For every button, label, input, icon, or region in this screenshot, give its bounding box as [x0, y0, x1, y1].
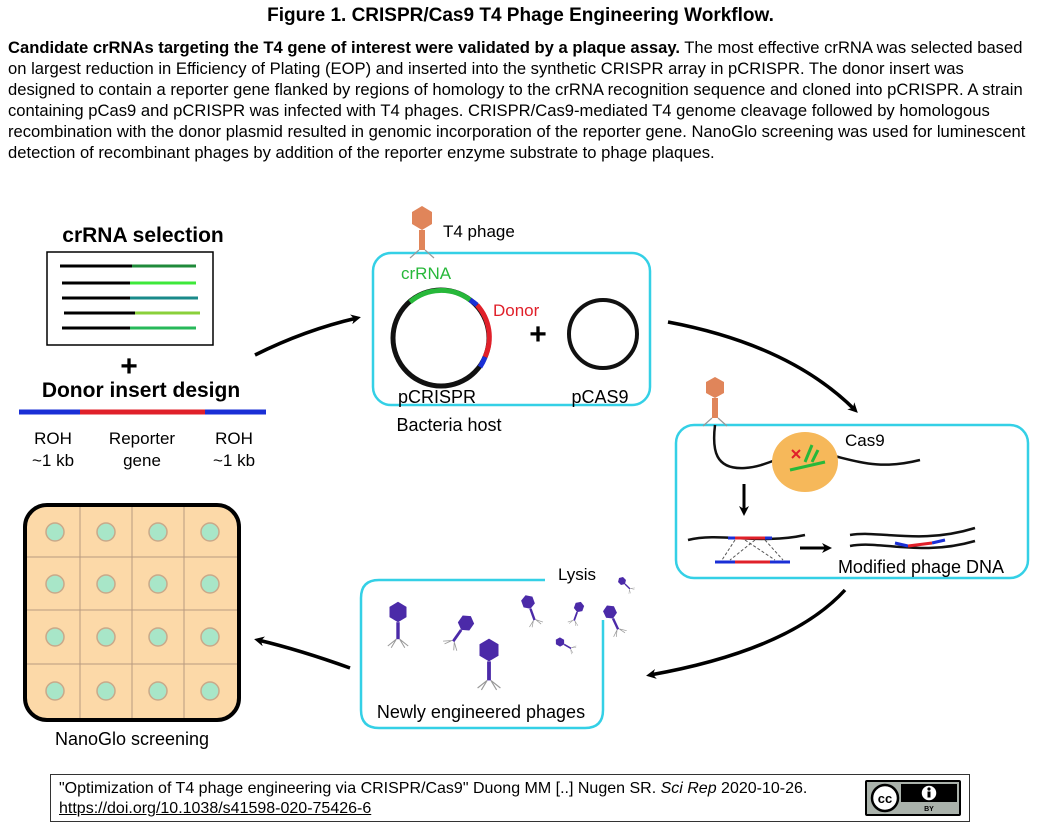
- cc-icon: [870, 783, 900, 813]
- scissors-icon: [791, 449, 801, 459]
- crrna-label: crRNA: [401, 264, 452, 283]
- crrna-candidate-lines: [60, 264, 200, 330]
- arrow-to-lysis: [646, 588, 847, 679]
- plate-well: [96, 574, 116, 594]
- roh-right-size: ~1 kb: [213, 451, 255, 470]
- plate-well: [148, 627, 168, 647]
- modified-dna-icon: [849, 526, 976, 550]
- doi-link[interactable]: https://doi.org/10.1038/s41598-020-75426…: [59, 800, 372, 817]
- plate-well: [96, 522, 116, 542]
- engineered-phage-icons: [387, 574, 636, 691]
- cas9-label: Cas9: [845, 431, 885, 450]
- t4-phage-label: T4 phage: [443, 222, 515, 241]
- plate-well: [200, 574, 220, 594]
- reporter-gene-label: gene: [123, 451, 161, 470]
- bacteria-host-box: [371, 251, 652, 407]
- roh-right-label: ROH: [215, 429, 253, 448]
- figure-caption: Candidate crRNAs targeting the T4 gene o…: [8, 37, 1033, 163]
- citation-text: "Optimization of T4 phage engineering vi…: [59, 780, 661, 797]
- donor-design-label: Donor insert design: [42, 379, 240, 402]
- citation-journal: Sci Rep: [660, 780, 717, 797]
- new-phages-label: Newly engineered phages: [377, 702, 585, 722]
- caption-bold: Candidate crRNAs targeting the T4 gene o…: [8, 38, 680, 57]
- roh-left-size: ~1 kb: [32, 451, 74, 470]
- plate-well: [148, 522, 168, 542]
- arrow-to-screening: [254, 636, 351, 670]
- plate-well: [200, 681, 220, 701]
- plus-sign: +: [120, 350, 138, 383]
- cc-by-license-badge[interactable]: cc BY: [865, 780, 961, 816]
- license-label: BY: [924, 806, 934, 813]
- bacteria-host-label: Bacteria host: [396, 415, 501, 435]
- citation-date: 2020-10-26.: [716, 780, 808, 797]
- caption-body: The most effective crRNA was selected ba…: [8, 38, 1026, 162]
- citation-box: "Optimization of T4 phage engineering vi…: [50, 774, 970, 822]
- plate-well: [45, 681, 65, 701]
- svg-text:cc: cc: [878, 791, 892, 806]
- plate-well: [45, 627, 65, 647]
- plate-well: [200, 522, 220, 542]
- crrna-selection-label: crRNA selection: [62, 224, 223, 247]
- plate-well: [148, 574, 168, 594]
- t4-phage-icon: [409, 206, 435, 259]
- plate-well: [96, 627, 116, 647]
- host-plus-sign: +: [529, 318, 547, 351]
- arrow-to-cleavage: [667, 320, 858, 413]
- guide-rna-icon: [789, 444, 826, 472]
- plate-well: [45, 574, 65, 594]
- plate-well: [96, 681, 116, 701]
- donor-label: Donor: [493, 301, 540, 320]
- pcas9-label: pCAS9: [571, 387, 628, 407]
- infecting-phage-icon: [702, 377, 728, 427]
- pcas9-plasmid-icon: [567, 298, 639, 370]
- new-phages-box: [359, 578, 605, 730]
- nanoglo-label: NanoGlo screening: [55, 729, 209, 749]
- pcrispr-label: pCRISPR: [398, 387, 476, 407]
- plate-well: [45, 522, 65, 542]
- modified-dna-label: Modified phage DNA: [838, 557, 1004, 577]
- recombination-box: [674, 423, 1030, 580]
- roh-left-label: ROH: [34, 429, 72, 448]
- figure-title: Figure 1. CRISPR/Cas9 T4 Phage Engineeri…: [267, 5, 774, 26]
- reporter-label: Reporter: [109, 429, 175, 448]
- recombination-strands-icon: [687, 533, 806, 564]
- lysis-label: Lysis: [558, 565, 596, 584]
- arrow-to-host: [254, 314, 361, 357]
- plate-well: [148, 681, 168, 701]
- plate-wells: [45, 522, 220, 701]
- plate-well: [200, 627, 220, 647]
- plate-grid-lines: [27, 507, 237, 718]
- pcrispr-plasmid-icon: [390, 287, 492, 389]
